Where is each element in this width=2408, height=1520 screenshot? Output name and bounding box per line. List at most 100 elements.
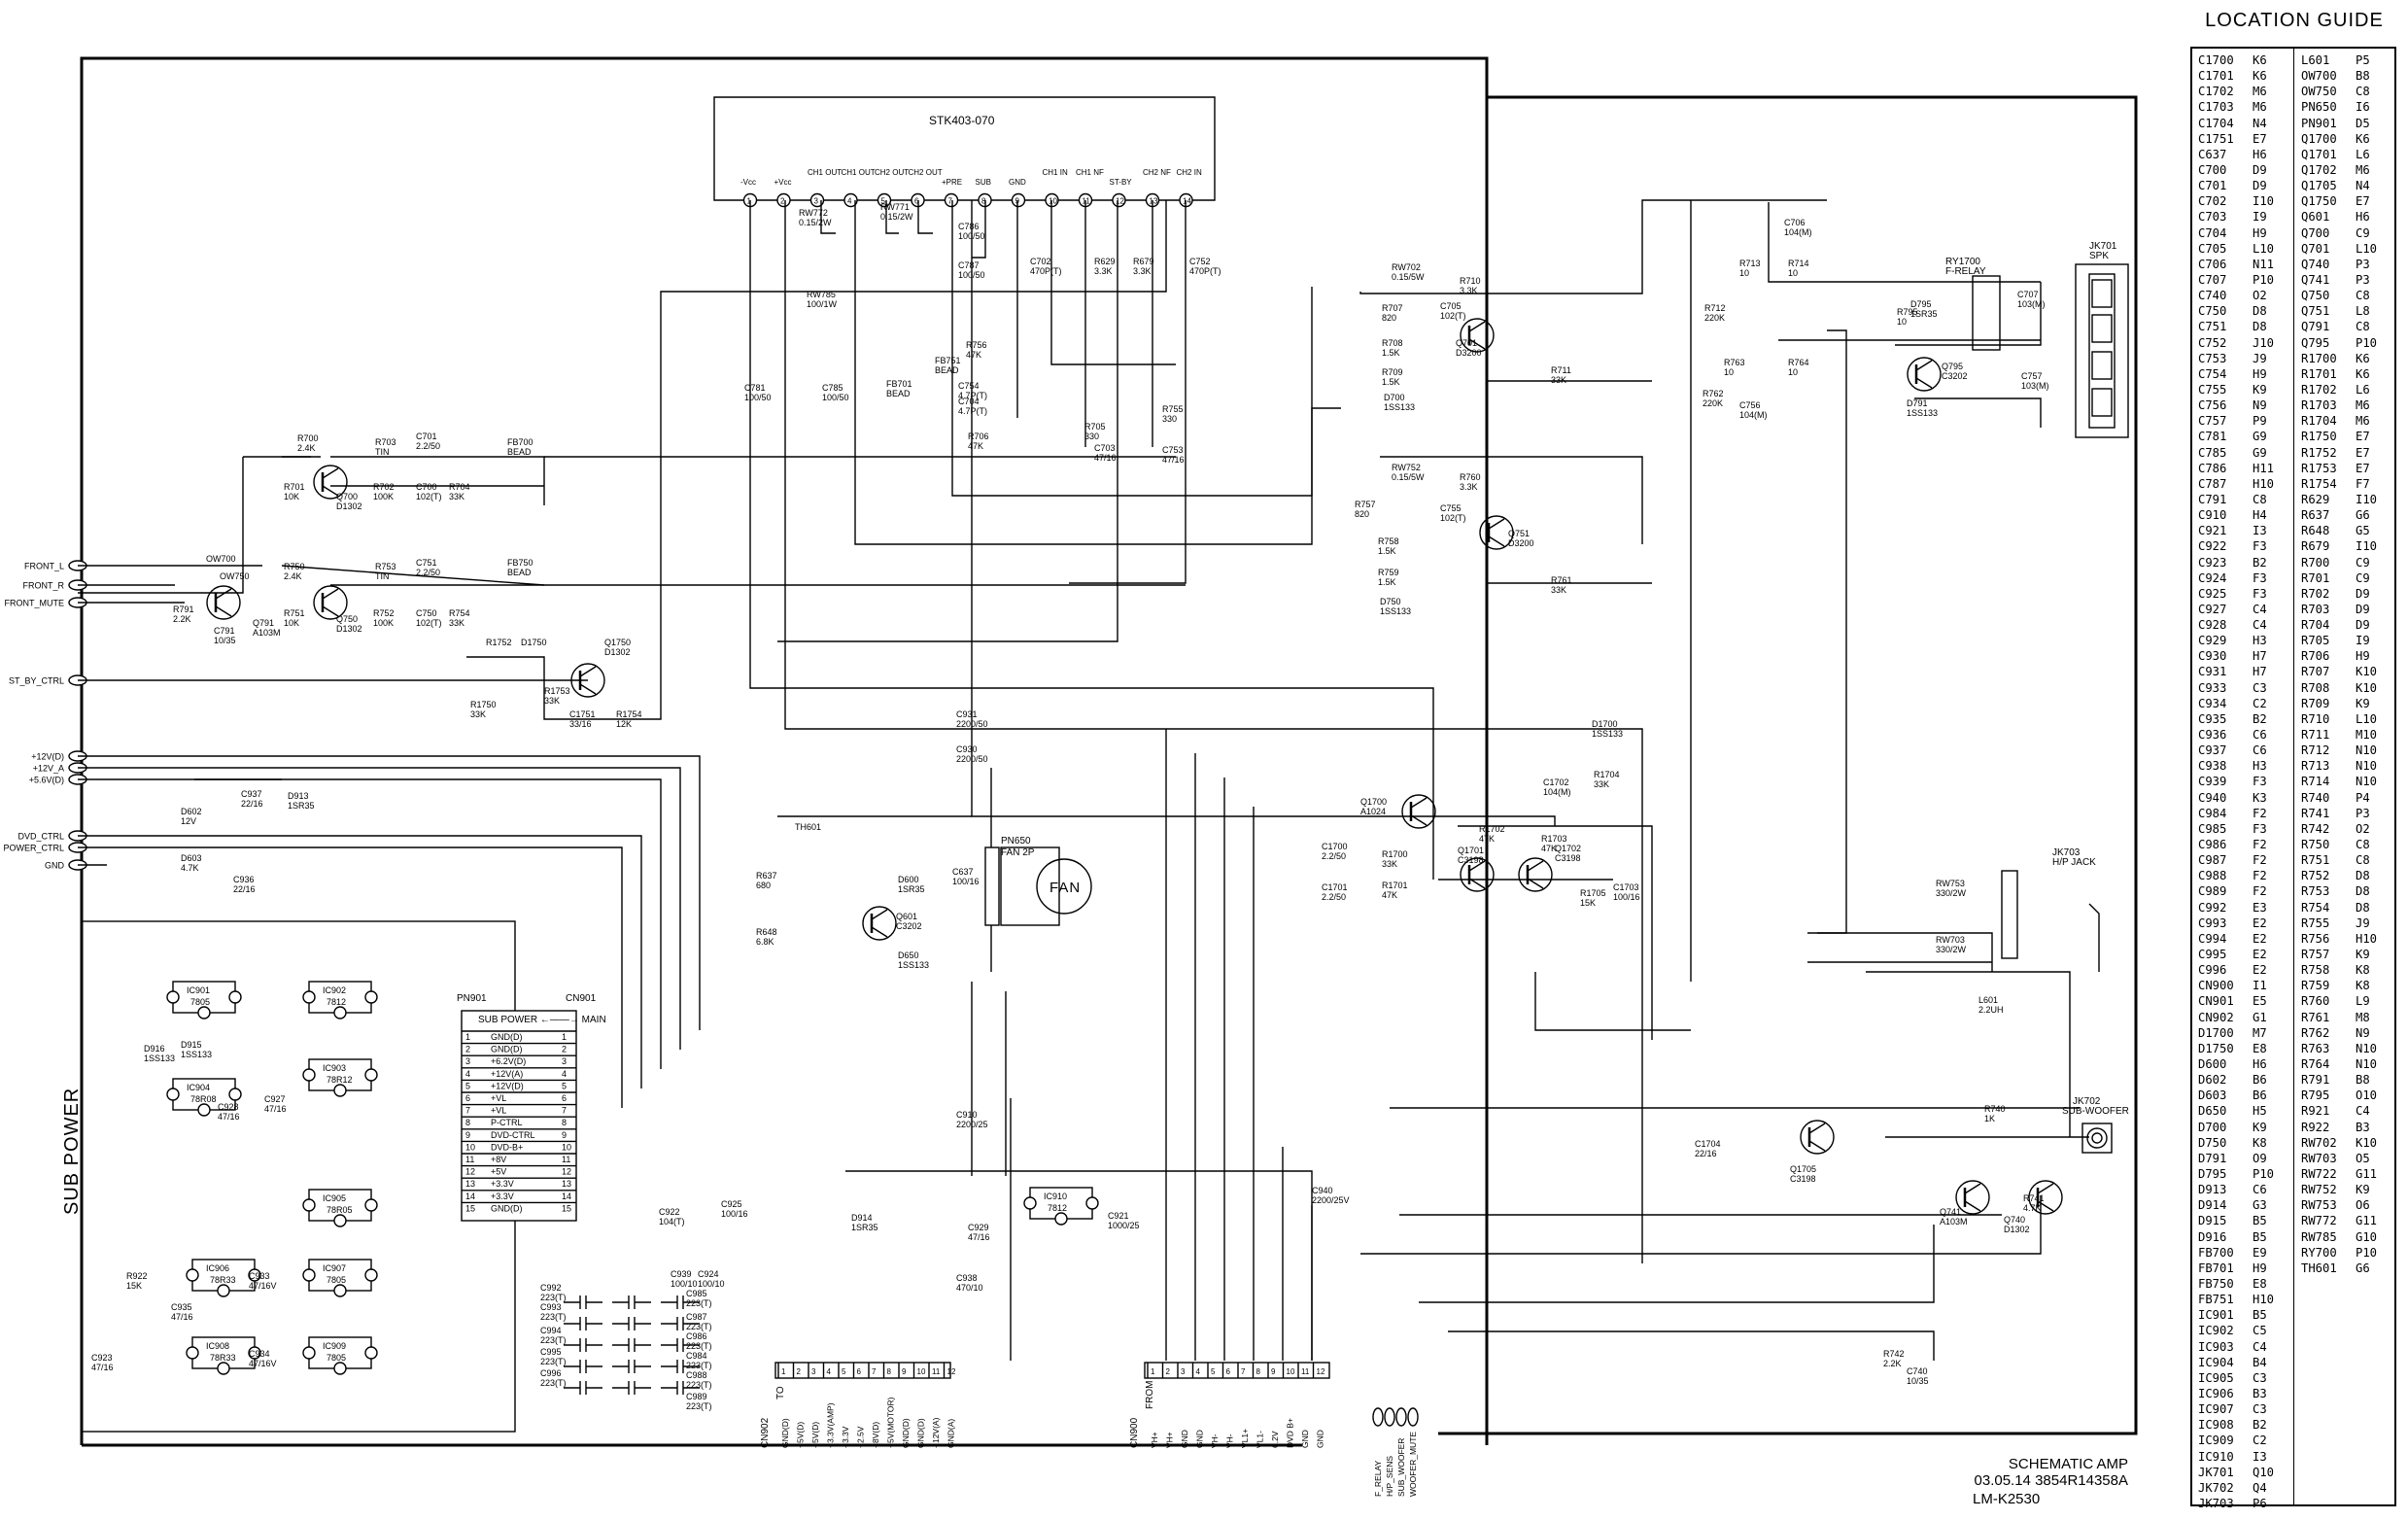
connector-signal: +3.3V — [491, 1192, 514, 1201]
component-value: 2.2UH — [1978, 1005, 2004, 1015]
location-guide-grid: D9 — [2253, 179, 2267, 193]
component-value: 6.8K — [756, 937, 774, 947]
location-guide-ref: RW753 — [2301, 1198, 2337, 1213]
location-guide-ref: C987 — [2198, 853, 2227, 868]
location-guide-grid: K3 — [2253, 790, 2267, 805]
location-guide-ref: R712 — [2301, 743, 2330, 758]
location-guide-grid: C2 — [2253, 1434, 2267, 1448]
location-guide-grid: E7 — [2356, 194, 2370, 209]
component-ref: D600 — [898, 875, 919, 884]
regulator-ref: IC905 — [323, 1193, 346, 1203]
component-ref: Q750 — [336, 614, 358, 624]
location-guide-grid: G9 — [2253, 430, 2267, 444]
location-guide-ref: IC906 — [2198, 1386, 2234, 1400]
location-guide-ref: R701 — [2301, 570, 2330, 585]
connector-pin-right: 12 — [562, 1167, 571, 1177]
location-guide-ref: D602 — [2198, 1073, 2227, 1088]
component-value: 1SS133 — [181, 1050, 212, 1059]
location-guide-ref: C933 — [2198, 680, 2227, 695]
location-guide-grid: J9 — [2253, 351, 2267, 365]
location-guide-grid: N9 — [2253, 398, 2267, 413]
component-ref: R1750 — [470, 700, 497, 709]
component-value: 2.2K — [1883, 1359, 1902, 1368]
component-value: 33K — [449, 618, 464, 628]
transistors — [206, 318, 2063, 1215]
relay: RY1700 F-RELAY — [1945, 257, 2001, 351]
component-ref: R754 — [449, 608, 470, 618]
connector-pin-signal: GND(A) — [946, 1419, 956, 1448]
location-guide-ref: R713 — [2301, 759, 2330, 774]
location-guide-grid: G1 — [2253, 1010, 2267, 1024]
sub-woofer-jack: JK702 SUB-WOOFER — [2062, 1096, 2129, 1154]
component-value: 470P(T) — [1030, 266, 1062, 276]
location-guide-grid: G11 — [2356, 1214, 2378, 1228]
component-value: 100/50 — [958, 231, 985, 241]
location-guide-grid: F2 — [2253, 806, 2267, 820]
component-ref: C930 — [956, 744, 978, 754]
location-guide-ref: R1700 — [2301, 351, 2337, 365]
location-guide-ref: D1750 — [2198, 1041, 2234, 1055]
location-guide-grid: E5 — [2253, 994, 2267, 1009]
connector-pin-number: 5 — [842, 1367, 846, 1376]
location-guide-grid: C8 — [2253, 492, 2267, 506]
location-guide-row: RW772 G11 — [2301, 1213, 2391, 1228]
location-guide-ref: R714 — [2301, 775, 2330, 789]
location-guide-grid: F2 — [2253, 838, 2267, 852]
location-guide-grid: G10 — [2356, 1229, 2378, 1244]
regulator-part: 7805 — [327, 1275, 346, 1285]
location-guide-grid: D9 — [2356, 586, 2370, 601]
connector-pin-right: 10 — [562, 1142, 571, 1152]
component-ref: C996 — [540, 1368, 562, 1378]
component-ref: R922 — [126, 1271, 148, 1281]
location-guide-ref: C923 — [2198, 555, 2227, 570]
location-guide-ref: R754 — [2301, 900, 2330, 915]
location-guide-ref: R629 — [2301, 492, 2330, 506]
location-guide-ref: RW772 — [2301, 1214, 2337, 1228]
location-guide-ref: R740 — [2301, 790, 2330, 805]
connector-pin-left: 4 — [465, 1069, 470, 1079]
component-value: 820 — [1382, 313, 1396, 323]
component-ref: Q1702 — [1555, 844, 1581, 853]
component-ref: C700 — [416, 482, 437, 492]
location-guide-ref: C935 — [2198, 711, 2227, 726]
location-guide-ref: Q700 — [2301, 225, 2330, 240]
component-ref: R679 — [1133, 257, 1154, 266]
location-guide-grid: H4 — [2253, 508, 2267, 523]
cn902-to: TO — [775, 1386, 786, 1399]
location-guide-ref: C707 — [2198, 272, 2227, 287]
location-guide-ref: C921 — [2198, 524, 2227, 538]
component-value: 223(T) — [540, 1293, 567, 1302]
location-guide-grid: N4 — [2356, 179, 2370, 193]
location-guide-ref: R757 — [2301, 948, 2330, 962]
location-guide-ref: D603 — [2198, 1088, 2227, 1103]
location-guide-grid: B8 — [2356, 69, 2370, 84]
component-ref: R1752 — [486, 638, 512, 647]
location-guide-ref: RW703 — [2301, 1151, 2337, 1165]
component-value: D1302 — [336, 624, 362, 634]
location-guide-grid: H7 — [2253, 665, 2267, 679]
location-guide-grid: C9 — [2356, 570, 2370, 585]
component-value: 3.3K — [1133, 266, 1152, 276]
component-ref: R751 — [284, 608, 305, 618]
location-guide-ref: R921 — [2301, 1104, 2330, 1119]
component-value: 12V — [181, 816, 196, 826]
component-value: 470P(T) — [1189, 266, 1221, 276]
location-guide-grid: H7 — [2253, 649, 2267, 664]
